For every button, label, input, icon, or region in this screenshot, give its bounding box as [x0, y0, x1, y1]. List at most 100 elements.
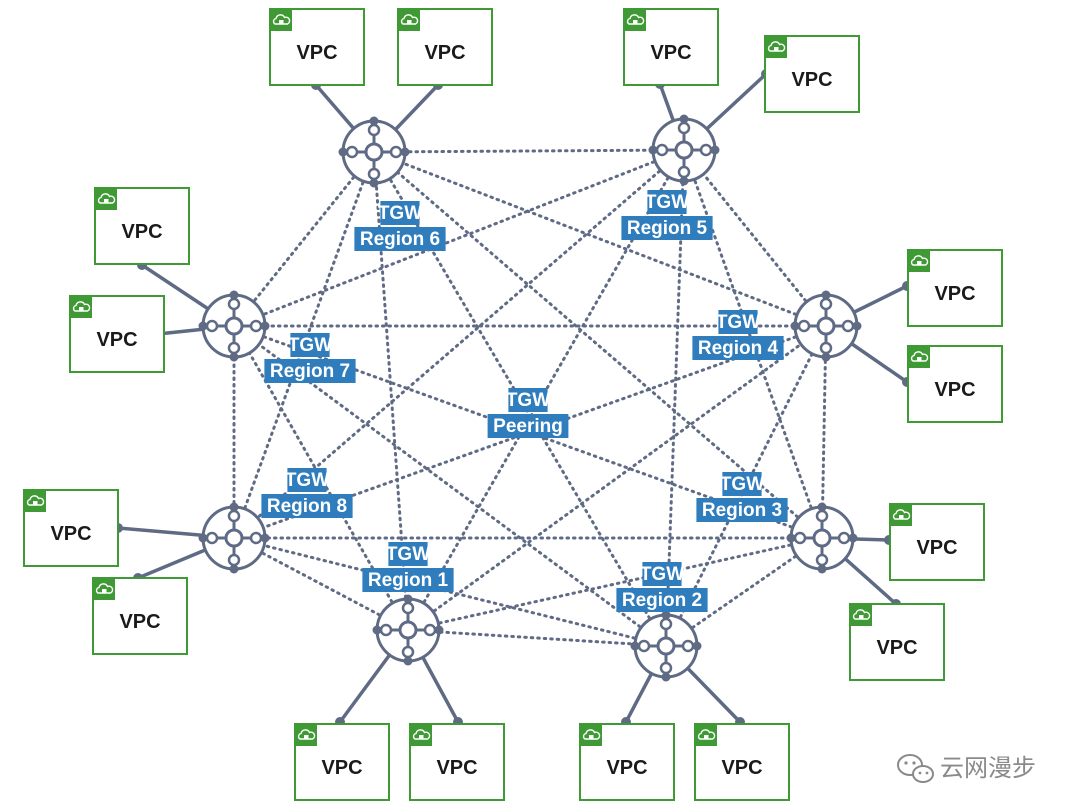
vpc-box[interactable]: VPC — [907, 345, 1003, 423]
vpc-label: VPC — [721, 757, 762, 779]
tgw-label-r4: TGW Region 4 — [692, 310, 784, 360]
vpc-label: VPC — [934, 283, 975, 305]
vpc-label: VPC — [424, 42, 465, 64]
tgw-label-region: Peering — [493, 416, 563, 437]
vpc-box[interactable]: VPC — [764, 35, 860, 113]
vpc-box[interactable]: VPC — [397, 8, 493, 86]
tgw-label-r5: TGW Region 5 — [621, 190, 713, 240]
tgw-label-r2: TGW Region 2 — [616, 562, 708, 612]
tgw-hub-icon-r3[interactable] — [786, 502, 858, 574]
peering-link-r1-r3 — [406, 536, 824, 632]
tgw-label-title: TGW — [645, 192, 689, 213]
vpc-label: VPC — [296, 42, 337, 64]
vpc-box[interactable]: VPC — [69, 295, 165, 373]
peering-link-r4-r5 — [682, 148, 828, 328]
vpc-box[interactable]: VPC — [849, 603, 945, 681]
tgw-hub-icon-r6[interactable] — [338, 116, 410, 188]
tgw-label-region: Region 7 — [270, 361, 350, 382]
vpc-label: VPC — [321, 757, 362, 779]
tgw-hub-icon-r4[interactable] — [790, 290, 862, 362]
tgw-label-region: Region 5 — [627, 218, 708, 239]
watermark-text: 云网漫步 — [940, 755, 1036, 782]
peering-link-r4-r6 — [372, 150, 828, 328]
cloud-lock-icon — [850, 604, 872, 626]
vpc-box[interactable]: VPC — [579, 723, 675, 801]
tgw-label-peering: TGW Peering — [487, 388, 569, 438]
vpc-box[interactable]: VPC — [94, 187, 190, 265]
cloud-lock-icon — [908, 346, 930, 368]
tgw-label-region: Region 4 — [698, 338, 779, 359]
peering-link-r1-r4 — [406, 324, 828, 632]
vpc-box[interactable]: VPC — [694, 723, 790, 801]
tgw-label-region: Region 8 — [267, 496, 347, 517]
cloud-lock-icon — [908, 250, 930, 272]
tgw-labels: TGW Region 1 TGW Region 2 TGW Region 3 TGW Regi… — [261, 190, 788, 612]
tgw-label-title: TGW — [720, 474, 764, 495]
tgw-label-r6: TGW Region 6 — [354, 201, 446, 251]
tgw-label-title: TGW — [640, 564, 684, 585]
tgw-hub-icon-r2[interactable] — [630, 610, 702, 682]
tgw-hub-icon-r1[interactable] — [372, 594, 444, 666]
tgw-label-region: Region 2 — [622, 590, 702, 611]
tgw-hub-icon-r5[interactable] — [648, 114, 720, 186]
cloud-lock-icon — [295, 724, 317, 746]
cloud-lock-icon — [695, 724, 717, 746]
cloud-lock-icon — [398, 9, 420, 31]
peering-link-r1-r8 — [232, 536, 410, 632]
cloud-lock-icon — [580, 724, 602, 746]
vpc-label: VPC — [650, 42, 691, 64]
vpc-box[interactable]: VPC — [907, 249, 1003, 327]
vpc-box[interactable]: VPC — [409, 723, 505, 801]
tgw-label-title: TGW — [506, 390, 550, 411]
vpc-label: VPC — [606, 757, 647, 779]
tgw-label-r8: TGW Region 8 — [261, 468, 353, 518]
cloud-lock-icon — [95, 188, 117, 210]
wechat-icon — [897, 754, 934, 783]
vpc-box[interactable]: VPC — [92, 577, 188, 655]
vpc-label: VPC — [436, 757, 477, 779]
peering-link-r2-r5 — [664, 148, 686, 648]
vpc-label: VPC — [121, 221, 162, 243]
cloud-lock-icon — [410, 724, 432, 746]
peering-link-r3-r5 — [682, 148, 824, 540]
vpc-label: VPC — [791, 69, 832, 91]
cloud-lock-icon — [70, 296, 92, 318]
vpc-box[interactable]: VPC — [623, 8, 719, 86]
vpc-box[interactable]: VPC — [294, 723, 390, 801]
vpc-box[interactable]: VPC — [269, 8, 365, 86]
cloud-lock-icon — [24, 490, 46, 512]
cloud-lock-icon — [624, 9, 646, 31]
vpc-box[interactable]: VPC — [889, 503, 985, 581]
cloud-lock-icon — [765, 36, 787, 58]
cloud-lock-icon — [270, 9, 292, 31]
tgw-hub-icon-r7[interactable] — [198, 290, 270, 362]
watermark: 云网漫步 — [897, 754, 1036, 783]
tgw-hub-icon-r8[interactable] — [198, 502, 270, 574]
peering-link-r1-r2 — [406, 628, 668, 648]
vpc-label: VPC — [96, 329, 137, 351]
tgw-label-region: Region 3 — [702, 500, 782, 521]
tgw-hubs — [198, 114, 862, 682]
tgw-label-r1: TGW Region 1 — [362, 542, 454, 592]
tgw-label-region: Region 1 — [368, 570, 449, 591]
peering-link-r6-r7 — [232, 150, 376, 328]
vpc-label: VPC — [934, 379, 975, 401]
vpc-boxes: VPC VPC VPC VPC VPC VPC VPC VPC VPC VPC VPC VPC VPC V… — [23, 8, 1003, 801]
vpc-box[interactable]: VPC — [23, 489, 119, 567]
tgw-label-title: TGW — [378, 203, 422, 224]
vpc-label: VPC — [50, 523, 91, 545]
tgw-label-title: TGW — [285, 470, 329, 491]
peering-link-r5-r6 — [372, 148, 686, 154]
tgw-label-r7: TGW Region 7 — [264, 333, 356, 383]
tgw-label-title: TGW — [288, 335, 332, 356]
cloud-lock-icon — [93, 578, 115, 600]
tgw-label-r3: TGW Region 3 — [696, 472, 788, 522]
tgw-label-title: TGW — [386, 544, 430, 565]
tgw-label-title: TGW — [716, 312, 760, 333]
vpc-label: VPC — [876, 637, 917, 659]
vpc-label: VPC — [119, 611, 160, 633]
peering-link-r5-r7 — [232, 148, 686, 328]
vpc-label: VPC — [916, 537, 957, 559]
tgw-label-region: Region 6 — [360, 229, 440, 250]
